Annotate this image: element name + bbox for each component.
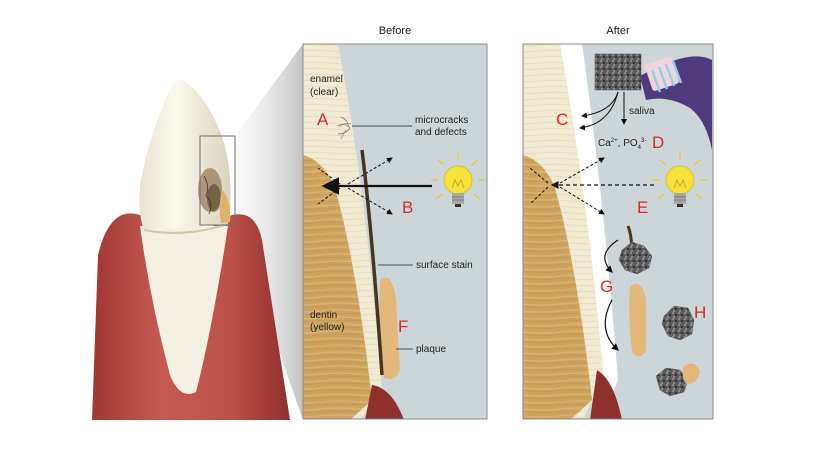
- before-panel: [303, 44, 487, 419]
- cleaning-particle-3: [655, 363, 700, 397]
- cleaning-particle-2: [661, 305, 695, 341]
- after-scatter-down: [559, 186, 605, 215]
- before-surface-stain: [360, 149, 384, 376]
- marker-B: B: [402, 198, 413, 217]
- before-scatter-down2: [317, 187, 341, 205]
- after-light-bulb-icon: [653, 153, 707, 207]
- plaque-label: plaque: [416, 344, 446, 355]
- before-microcracks: [336, 116, 352, 140]
- cleaning-particle-1: [618, 241, 653, 275]
- before-title: Before: [379, 25, 411, 37]
- microcracks-label: microcracks: [415, 115, 468, 126]
- plaque-overview: [219, 190, 231, 223]
- before-panel-border: [302, 43, 488, 420]
- stain-removal-arrow: [604, 239, 619, 273]
- before-gum: [365, 385, 404, 419]
- zoom-box: [199, 135, 236, 226]
- marker-F: F: [398, 317, 408, 336]
- plaque-removal-arrow: [604, 299, 619, 351]
- after-panel-border: [522, 43, 714, 420]
- microcracks-label-2: and defects: [415, 127, 467, 138]
- marker-E: E: [637, 198, 648, 217]
- ions-label: Ca2+, PO43-: [598, 138, 646, 151]
- saliva-label: saliva: [629, 106, 655, 117]
- stain-patch: [198, 168, 222, 215]
- dentin-label: dentin: [310, 310, 337, 321]
- after-gum: [590, 370, 622, 419]
- tooth-cej-shadow: [143, 223, 229, 234]
- zoom-fan: [235, 44, 303, 420]
- enamel-label-2: (clear): [310, 87, 338, 98]
- abrasive-particle: [594, 53, 642, 91]
- toothbrush-icon: [640, 56, 712, 150]
- marker-D: D: [652, 133, 664, 152]
- after-title: After: [606, 25, 630, 37]
- after-dentin: [523, 155, 592, 419]
- before-scatter-up: [347, 157, 393, 185]
- surface-stain-label: surface stain: [416, 260, 473, 271]
- after-plaque: [629, 283, 646, 357]
- enamel-label: enamel: [310, 74, 343, 85]
- marker-H: H: [694, 303, 706, 322]
- marker-A: A: [317, 110, 329, 129]
- tooth-overview: [92, 44, 303, 420]
- tooth-root: [140, 226, 228, 394]
- after-panel: [523, 44, 713, 419]
- before-scatter-down: [347, 187, 393, 215]
- marker-G: G: [600, 277, 613, 296]
- before-dentin: [303, 155, 372, 419]
- before-scatter-up2: [317, 167, 341, 185]
- marker-C: C: [556, 110, 568, 129]
- before-plaque: [379, 277, 400, 379]
- dentin-label-2: (yellow): [310, 322, 344, 333]
- before-light-bulb-icon: [431, 153, 485, 207]
- after-scatter-up: [559, 157, 605, 184]
